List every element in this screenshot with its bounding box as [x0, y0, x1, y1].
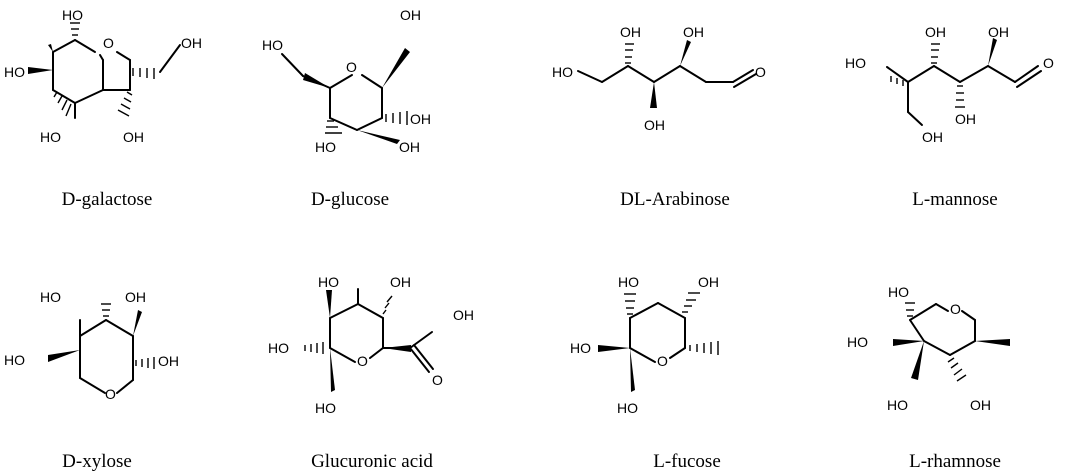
glucose-oh-c6: HO [262, 37, 283, 53]
molecule-d-galactose: HO O OH HO HO OH D-galactose [4, 7, 202, 210]
molecule-glucuronic-acid: HO OH OH HO O O HO Glucuronic acid [268, 274, 474, 472]
fucose-oh-c3: OH [698, 274, 719, 290]
galactose-oh-c6: OH [181, 35, 202, 51]
galactose-ring-o: O [103, 35, 114, 51]
mannose-o-carbonyl: O [1043, 55, 1054, 71]
molecule-d-glucose: OH O HO OH HO OH D-glucose [262, 7, 431, 210]
caption-d-xylose: D-xylose [62, 451, 132, 472]
molecule-l-fucose: HO OH HO O HO L-fucose [570, 274, 721, 472]
caption-d-glucose: D-glucose [311, 189, 389, 210]
caption-l-rhamnose: L-rhamnose [909, 451, 1001, 472]
glucuronic-oh-c1: HO [315, 400, 336, 416]
glucuronic-oh-acid: OH [453, 307, 474, 323]
galactose-oh-c3: HO [40, 129, 61, 145]
rhamnose-oh-c4: OH [970, 397, 991, 413]
glucose-oh-c4: HO [315, 139, 336, 155]
xylose-oh-c3: HO [40, 289, 61, 305]
fucose-oh-c2: HO [570, 340, 591, 356]
glucuronic-oh-c2: OH [390, 274, 411, 290]
molecule-l-mannose: OH OH HO OH OH O L-mannose [845, 24, 1054, 210]
rhamnose-oh-c1: HO [888, 284, 909, 300]
arabinose-oh-c2: OH [683, 24, 704, 40]
rhamnose-ring-o: O [950, 301, 961, 317]
glucose-ring-o: O [346, 59, 357, 75]
arabinose-oh-c5: HO [552, 64, 573, 80]
glucuronic-ring-o: O [357, 353, 368, 369]
xylose-oh-c1: OH [158, 353, 179, 369]
rhamnose-oh-c2: HO [847, 334, 868, 350]
glucose-oh-c3: OH [399, 139, 420, 155]
fucose-oh-c4: HO [618, 274, 639, 290]
xylose-oh-c4: HO [4, 352, 25, 368]
molecule-d-xylose: HO OH HO OH O D-xylose [4, 289, 179, 472]
caption-l-fucose: L-fucose [653, 451, 721, 472]
arabinose-o-carbonyl: O [755, 64, 766, 80]
fucose-ring-o: O [657, 353, 668, 369]
caption-glucuronic-acid: Glucuronic acid [311, 451, 433, 472]
mannose-oh-c3: OH [955, 111, 976, 127]
xylose-ring-o: O [105, 386, 116, 402]
rhamnose-oh-c3: HO [887, 397, 908, 413]
molecule-l-rhamnose: HO O HO HO OH L-rhamnose [847, 284, 1010, 472]
glucuronic-o-carbonyl: O [432, 372, 443, 388]
arabinose-oh-c4: OH [620, 24, 641, 40]
mannose-oh-c4: OH [925, 24, 946, 40]
glucuronic-oh-c3: HO [268, 340, 289, 356]
mannose-oh-c2: OH [988, 24, 1009, 40]
molecule-dl-arabinose: HO OH OH OH O DL-Arabinose [552, 24, 766, 210]
galactose-oh-c4: OH [123, 129, 144, 145]
xylose-oh-c2: OH [125, 289, 146, 305]
fucose-oh-c1: HO [617, 400, 638, 416]
arabinose-oh-c3: OH [644, 117, 665, 133]
caption-d-galactose: D-galactose [62, 189, 153, 210]
galactose-oh-c1: HO [62, 7, 83, 23]
galactose-oh-c2: HO [4, 64, 25, 80]
mannose-oh-c6: OH [922, 129, 943, 145]
glucose-oh-c2: OH [410, 111, 431, 127]
caption-dl-arabinose: DL-Arabinose [620, 189, 730, 210]
glucose-oh-c1: OH [400, 7, 421, 23]
glucuronic-oh-c4: HO [318, 274, 339, 290]
mannose-oh-c5: HO [845, 55, 866, 71]
caption-l-mannose: L-mannose [912, 189, 997, 210]
